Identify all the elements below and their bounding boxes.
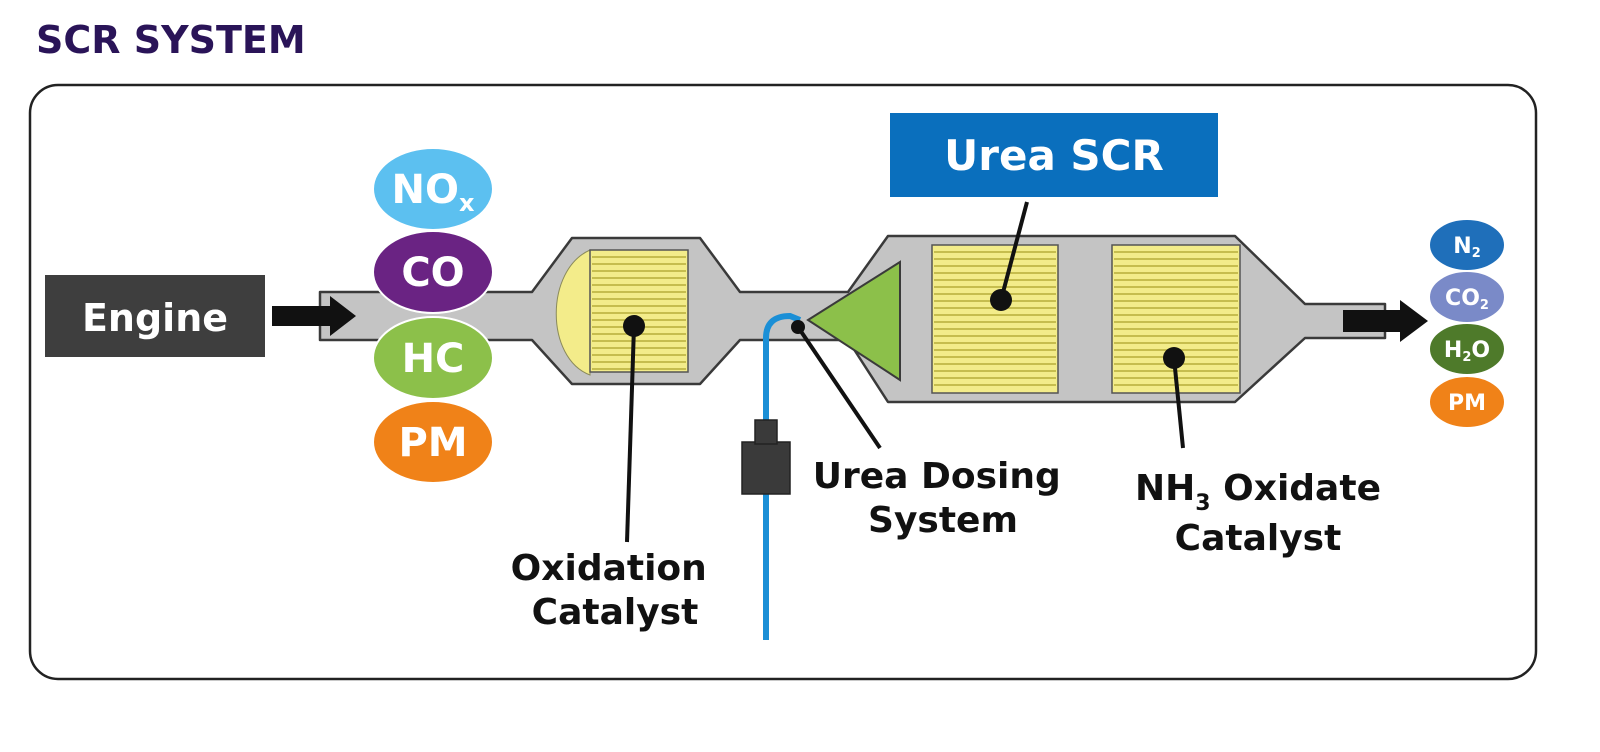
engine-box [45,275,265,357]
pollutant-ellipse [372,147,494,231]
product-label-h2o: H2O [1444,338,1490,365]
dosing-pump-cap [754,419,778,445]
oxidation-cone [555,249,591,376]
pollutant-label-co: CO [401,250,464,296]
oxidation-catalyst-label: Oxidation Catalyst [511,548,720,633]
mixer-triangle [806,260,901,382]
scr-catalyst-brick [931,244,1059,394]
product-ellipse [1428,322,1506,376]
nh3-catalyst-label-line2: Catalyst [1175,518,1342,559]
pollutant-label-hc: HC [402,336,465,382]
outlet-products: N2 CO2 H2O PM [1428,218,1506,429]
engine-label: Engine [82,296,228,340]
leader-dot-oxidation [623,315,645,337]
pollutant-ellipse [372,400,494,484]
leader-oxidation [625,325,636,543]
urea-scr-box [890,113,1218,197]
leader-nh3 [1172,357,1185,449]
urea-dosing-line [763,312,802,640]
product-label-pm: PM [1448,391,1486,416]
leader-dot-dosing [791,320,805,334]
product-label-co2: CO2 [1445,286,1489,313]
leader-urea-scr [999,201,1029,301]
dosing-pump [741,441,791,495]
nh3-catalyst-label: NH3 Oxidate [1135,468,1381,516]
urea-dosing-label: Urea Dosing System [813,456,1074,541]
pollutant-ellipse [372,316,494,400]
leader-dosing [796,325,882,450]
outlet-arrow [1343,300,1428,342]
pollutant-label-nox: NOx [392,167,475,217]
leader-dot-urea-scr [990,289,1012,311]
leader-dot-nh3 [1163,347,1185,369]
pollutant-label-pm: PM [398,420,467,466]
product-label-n2: N2 [1453,234,1480,261]
page-title: SCR SYSTEM [36,18,306,62]
oxidation-catalyst-brick [589,249,689,373]
diagram-frame [28,83,1538,681]
inlet-arrow [272,296,356,336]
product-ellipse [1428,218,1506,272]
inlet-pollutants: NOx CO HC PM [372,147,494,484]
urea-scr-label: Urea SCR [944,131,1164,180]
